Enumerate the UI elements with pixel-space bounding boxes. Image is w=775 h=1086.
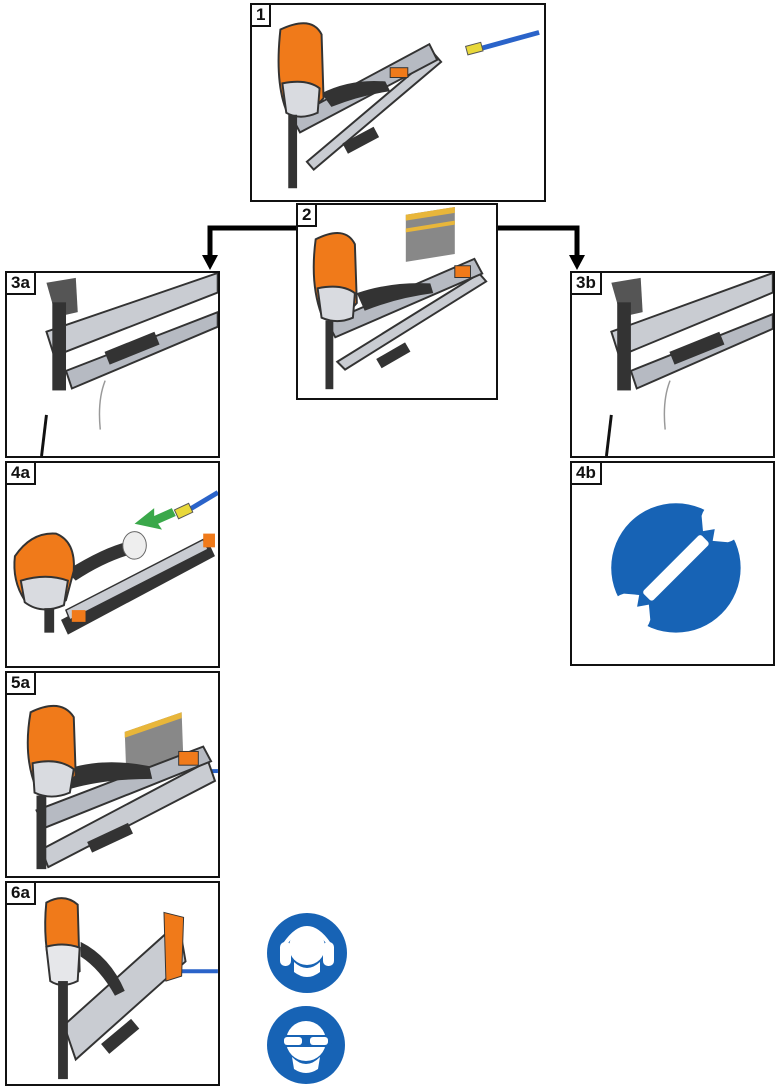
connect-hose-illustration [13, 490, 218, 635]
nailer-icon [26, 705, 217, 870]
step-label: 1 [252, 5, 272, 27]
nailer-icon [277, 22, 443, 189]
air-hose-icon [464, 30, 540, 56]
nailer-icon [312, 232, 488, 390]
step-label: 3a [7, 273, 36, 295]
spring-wire-icon [663, 380, 671, 430]
nailer-icon [13, 531, 215, 635]
arrowhead-3a [202, 255, 218, 270]
panel-step-3b: 3b [570, 271, 775, 458]
arrow-to-3a [207, 225, 296, 258]
step-label: 3b [572, 273, 602, 295]
magazine-closeup-illustration [40, 273, 218, 456]
nailer-with-hose-illustration [277, 22, 540, 189]
air-hose-icon [173, 490, 218, 520]
eye-protection-icon [267, 1006, 345, 1084]
ear-protection-icon [267, 913, 347, 993]
panel-step-5a: 5a [5, 671, 220, 878]
panel-step-4a: 4a [5, 461, 220, 668]
nailer-icon [44, 897, 187, 1080]
step-label: 5a [7, 673, 36, 695]
arrow-to-3b [498, 225, 580, 258]
magazine-closeup-illustration [604, 273, 773, 456]
wrench-icon [607, 499, 744, 636]
panel-step-1: 1 [250, 3, 546, 202]
step-label: 4b [572, 463, 602, 485]
panel-step-3a: 3a [5, 271, 220, 458]
panel-step-2: 2 [296, 203, 498, 400]
nailer-ready-to-fire-illustration [44, 897, 218, 1080]
green-arrow-icon [134, 508, 176, 530]
step-label: 2 [298, 205, 318, 227]
panel-step-6a: 6a [5, 881, 220, 1086]
spring-wire-icon [98, 380, 106, 430]
nailer-loading-strip-illustration [312, 206, 488, 390]
step-label: 4a [7, 463, 36, 485]
nailer-loaded-illustration [26, 705, 218, 870]
panel-step-4b: 4b [570, 461, 775, 666]
arrowhead-3b [569, 255, 585, 270]
step-label: 6a [7, 883, 36, 905]
nail-strip-icon [405, 206, 455, 262]
